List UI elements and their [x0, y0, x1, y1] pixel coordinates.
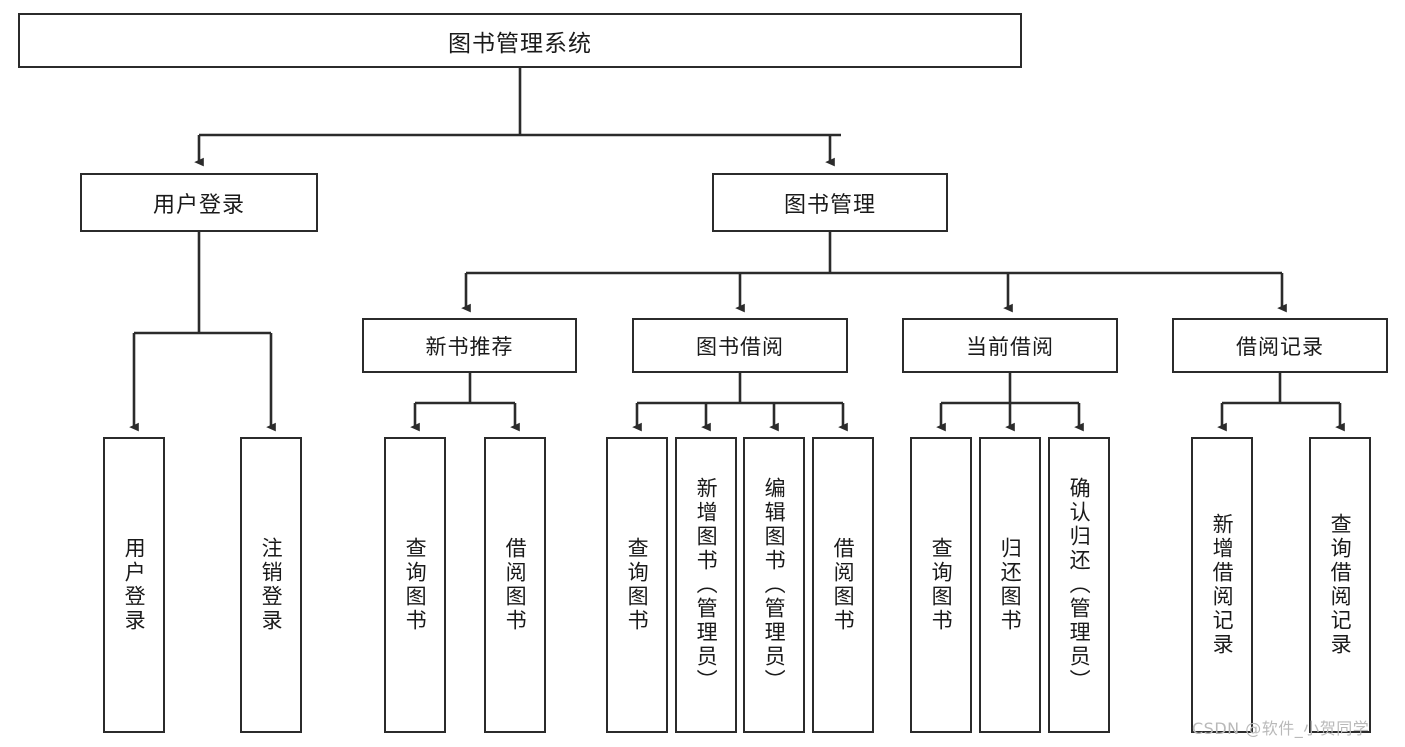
leaf-borrow-book-recommend[interactable]: 借阅图书 — [484, 437, 546, 733]
leaf-query-book-recommend[interactable]: 查询图书 — [384, 437, 446, 733]
leaf-label: 确认归还（管理员） — [1067, 477, 1092, 693]
leaf-add-borrow-record[interactable]: 新增借阅记录 — [1191, 437, 1253, 733]
leaf-label: 查询借阅记录 — [1328, 513, 1353, 657]
node-borrow-record[interactable]: 借阅记录 — [1172, 318, 1388, 373]
node-label: 图书管理系统 — [448, 30, 592, 57]
leaf-user-login[interactable]: 用户登录 — [103, 437, 165, 733]
node-label: 用户登录 — [152, 192, 245, 218]
leaf-label: 查询图书 — [403, 537, 428, 633]
node-label: 当前借阅 — [966, 334, 1054, 359]
node-label: 图书借阅 — [696, 334, 784, 359]
leaf-label: 新增借阅记录 — [1210, 513, 1235, 657]
node-book-borrow[interactable]: 图书借阅 — [632, 318, 848, 373]
leaf-label: 注销登录 — [259, 537, 284, 633]
watermark-text: CSDN @软件_小贺同学 — [1192, 719, 1370, 738]
node-current-borrow[interactable]: 当前借阅 — [902, 318, 1118, 373]
node-user-login[interactable]: 用户登录 — [80, 173, 318, 232]
leaf-logout[interactable]: 注销登录 — [240, 437, 302, 733]
leaf-query-borrow-record[interactable]: 查询借阅记录 — [1309, 437, 1371, 733]
node-label: 借阅记录 — [1236, 334, 1324, 359]
leaf-label: 借阅图书 — [831, 537, 856, 633]
leaf-label: 新增图书（管理员） — [694, 477, 719, 693]
node-label: 新书推荐 — [425, 334, 514, 359]
leaf-label: 归还图书 — [998, 537, 1023, 633]
node-book-management[interactable]: 图书管理 — [712, 173, 948, 232]
node-new-book-recommend[interactable]: 新书推荐 — [362, 318, 577, 373]
leaf-label: 查询图书 — [625, 537, 650, 633]
node-root-book-management-system[interactable]: 图书管理系统 — [18, 13, 1022, 68]
leaf-query-book-current[interactable]: 查询图书 — [910, 437, 972, 733]
leaf-label: 用户登录 — [122, 537, 147, 633]
leaf-query-book-borrow[interactable]: 查询图书 — [606, 437, 668, 733]
leaf-edit-book-admin[interactable]: 编辑图书（管理员） — [743, 437, 805, 733]
leaf-add-book-admin[interactable]: 新增图书（管理员） — [675, 437, 737, 733]
leaf-label: 编辑图书（管理员） — [762, 477, 787, 693]
leaf-borrow-book[interactable]: 借阅图书 — [812, 437, 874, 733]
node-label: 图书管理 — [783, 192, 876, 218]
leaf-return-book[interactable]: 归还图书 — [979, 437, 1041, 733]
leaf-label: 借阅图书 — [503, 537, 528, 633]
leaf-confirm-return-admin[interactable]: 确认归还（管理员） — [1048, 437, 1110, 733]
leaf-label: 查询图书 — [929, 537, 954, 633]
